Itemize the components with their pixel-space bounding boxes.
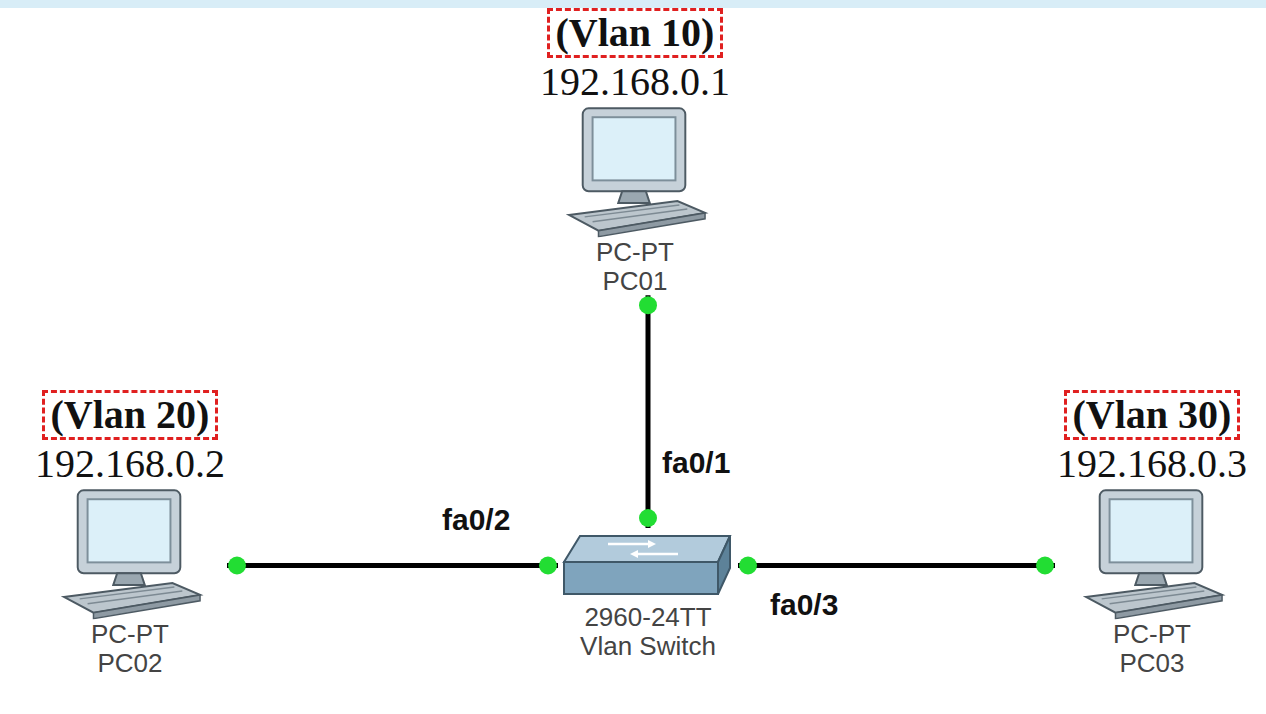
device-name: PC01 (599, 267, 670, 296)
device-type: PC-PT (1110, 620, 1194, 649)
network-cable (639, 295, 657, 528)
ip-address: 192.168.0.1 (538, 60, 732, 104)
device-name: PC02 (94, 649, 165, 678)
port-label: fa0/2 (440, 503, 512, 536)
vlan-label: (Vlan 10) (547, 8, 724, 58)
top-band (0, 0, 1266, 8)
network-cable (227, 557, 558, 575)
ip-address: 192.168.0.3 (1055, 442, 1249, 486)
link-light (639, 509, 657, 527)
port-label: fa0/1 (660, 446, 732, 479)
device-type: PC-PT (593, 238, 677, 267)
ip-address: 192.168.0.2 (33, 442, 227, 486)
link-light (539, 557, 557, 575)
pc-node: (Vlan 20)192.168.0.2PC-PTPC02 (33, 390, 227, 677)
vlan-label: (Vlan 30) (1064, 390, 1241, 440)
switch-name: Vlan Switch (577, 632, 719, 661)
pc-icon (1078, 486, 1226, 620)
pc-icon (561, 104, 709, 238)
port-label: fa0/3 (768, 588, 840, 621)
pc-node: (Vlan 10)192.168.0.1PC-PTPC01 (538, 8, 732, 295)
link-light (1036, 557, 1054, 575)
switch-model: 2960-24TT (581, 603, 714, 632)
device-type: PC-PT (88, 620, 172, 649)
link-light (739, 557, 757, 575)
pc-node: (Vlan 30)192.168.0.3PC-PTPC03 (1055, 390, 1249, 677)
device-name: PC03 (1116, 649, 1187, 678)
link-light (228, 557, 246, 575)
pc-icon (56, 486, 204, 620)
switch-icon (558, 528, 738, 603)
switch-node: 2960-24TTVlan Switch (558, 528, 738, 660)
network-cable (738, 557, 1055, 575)
link-light (639, 296, 657, 314)
vlan-label: (Vlan 20) (42, 390, 219, 440)
